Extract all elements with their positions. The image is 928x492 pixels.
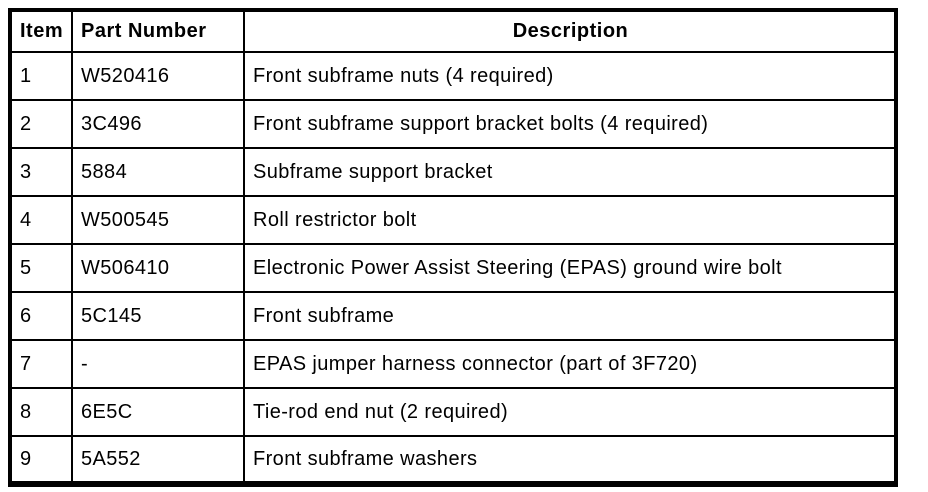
table-row: 2 3C496 Front subframe support bracket b… — [9, 99, 897, 149]
table-row: 1 W520416 Front subframe nuts (4 require… — [9, 51, 897, 101]
cell-item: 3 — [9, 147, 73, 197]
cell-item: 2 — [9, 99, 73, 149]
cell-description: Roll restrictor bolt — [243, 195, 897, 245]
cell-item: 9 — [9, 435, 73, 485]
parts-table-body: 1 W520416 Front subframe nuts (4 require… — [9, 51, 897, 485]
cell-item: 7 — [9, 339, 73, 389]
cell-description: Front subframe — [243, 291, 897, 341]
cell-description: Tie-rod end nut (2 required) — [243, 387, 897, 437]
parts-table-header: Item Part Number Description — [9, 9, 897, 53]
cell-description: Electronic Power Assist Steering (EPAS) … — [243, 243, 897, 293]
table-row: 8 6E5C Tie-rod end nut (2 required) — [9, 387, 897, 437]
cell-item: 5 — [9, 243, 73, 293]
cell-part-number: 5884 — [71, 147, 245, 197]
cell-description: Front subframe nuts (4 required) — [243, 51, 897, 101]
cell-part-number: 6E5C — [71, 387, 245, 437]
header-row: Item Part Number Description — [9, 9, 897, 53]
cell-part-number: W500545 — [71, 195, 245, 245]
cell-description: EPAS jumper harness connector (part of 3… — [243, 339, 897, 389]
cell-item: 4 — [9, 195, 73, 245]
cell-part-number: - — [71, 339, 245, 389]
cell-description: Subframe support bracket — [243, 147, 897, 197]
table-row: 4 W500545 Roll restrictor bolt — [9, 195, 897, 245]
cell-item: 6 — [9, 291, 73, 341]
header-item: Item — [9, 9, 73, 53]
parts-table: Item Part Number Description 1 W520416 F… — [8, 8, 898, 487]
table-row: 6 5C145 Front subframe — [9, 291, 897, 341]
cell-part-number: W506410 — [71, 243, 245, 293]
cell-part-number: 5C145 — [71, 291, 245, 341]
header-part-number: Part Number — [71, 9, 245, 53]
cell-part-number: 5A552 — [71, 435, 245, 485]
header-description: Description — [243, 9, 897, 53]
cell-part-number: W520416 — [71, 51, 245, 101]
cell-item: 1 — [9, 51, 73, 101]
table-row: 7 - EPAS jumper harness connector (part … — [9, 339, 897, 389]
cell-part-number: 3C496 — [71, 99, 245, 149]
cell-item: 8 — [9, 387, 73, 437]
table-row: 3 5884 Subframe support bracket — [9, 147, 897, 197]
cell-description: Front subframe washers — [243, 435, 897, 485]
table-row: 5 W506410 Electronic Power Assist Steeri… — [9, 243, 897, 293]
table-row: 9 5A552 Front subframe washers — [9, 435, 897, 485]
cell-description: Front subframe support bracket bolts (4 … — [243, 99, 897, 149]
